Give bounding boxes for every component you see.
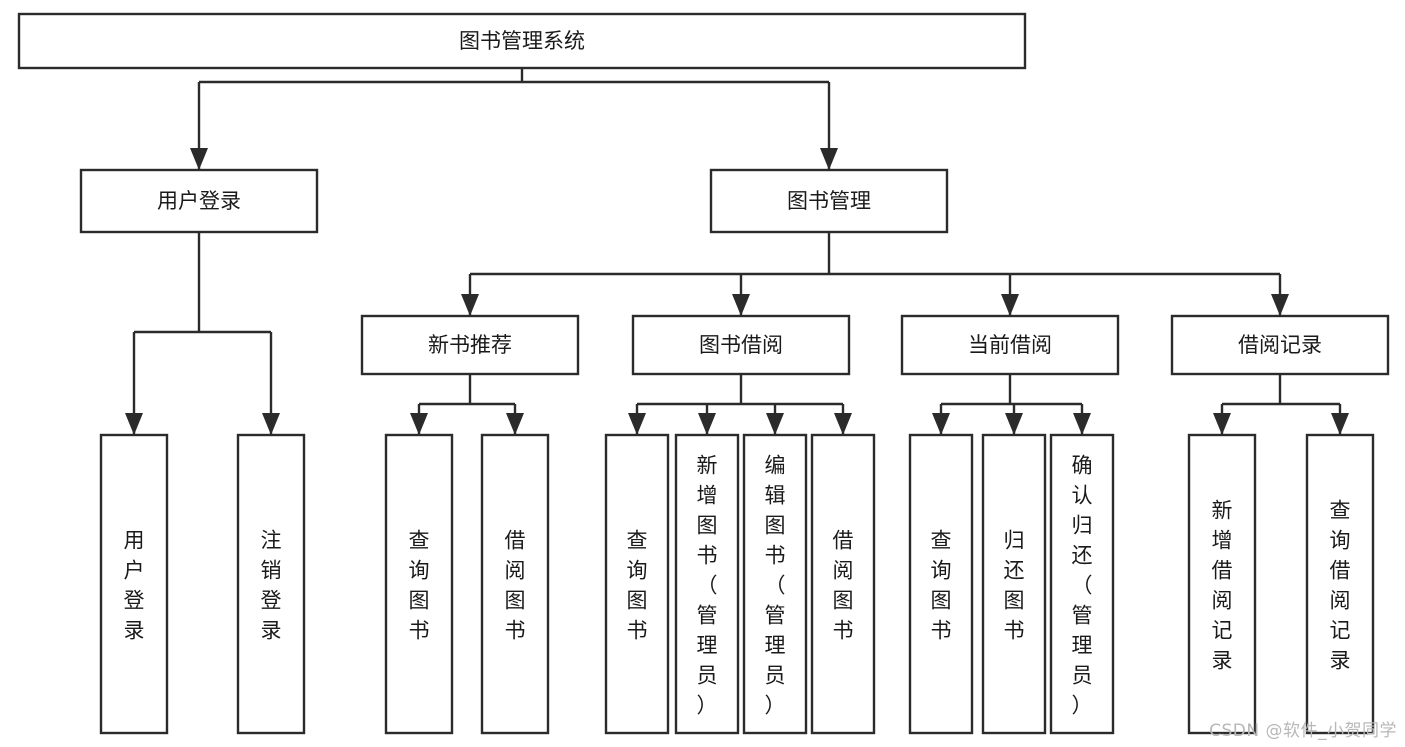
node-book-management[interactable]: 图书管理 <box>709 168 949 234</box>
node-label: 确认归还（管理员） <box>1072 453 1093 717</box>
arrow-head-icon <box>628 413 646 435</box>
node-box <box>1170 314 1390 376</box>
arrow-head-icon <box>1271 294 1289 316</box>
node-leaf-add-book[interactable]: 新增图书（管理员） <box>674 433 740 735</box>
node-box <box>631 314 851 376</box>
arrow-head-icon <box>1331 413 1349 435</box>
node-box <box>810 433 876 735</box>
node-label: 归还图书 <box>1004 528 1025 642</box>
arrow-head-icon <box>1005 413 1023 435</box>
node-leaf-borrow-book-1[interactable]: 借阅图书 <box>480 433 550 735</box>
csdn-watermark: CSDN @软件_小贺同学 <box>1209 721 1397 741</box>
node-box <box>17 12 1027 70</box>
node-label: 图书管理 <box>787 189 871 213</box>
arrow-head-icon <box>1001 294 1019 316</box>
node-leaf-query-book-3[interactable]: 查询图书 <box>908 433 974 735</box>
node-box <box>900 314 1120 376</box>
node-label: 用户登录 <box>157 189 241 213</box>
node-leaf-confirm-return[interactable]: 确认归还（管理员） <box>1049 433 1115 735</box>
node-current-borrow[interactable]: 当前借阅 <box>900 314 1120 376</box>
edge-layer <box>125 68 1349 435</box>
node-leaf-query-record[interactable]: 查询借阅记录 <box>1305 433 1375 735</box>
arrow-head-icon <box>461 294 479 316</box>
node-label: 查询图书 <box>627 528 648 642</box>
node-new-book-recommend[interactable]: 新书推荐 <box>360 314 580 376</box>
arrow-head-icon <box>506 413 524 435</box>
arrow-head-icon <box>820 148 838 170</box>
arrow-head-icon <box>834 413 852 435</box>
node-label: 借阅图书 <box>833 528 854 642</box>
node-box <box>384 433 454 735</box>
arrow-head-icon <box>698 413 716 435</box>
node-label: 借阅记录 <box>1238 333 1322 357</box>
node-box <box>709 168 949 234</box>
node-label: 图书管理系统 <box>459 29 585 53</box>
arrow-head-icon <box>732 294 750 316</box>
node-label: 注销登录 <box>261 528 282 642</box>
arrow-head-icon <box>190 148 208 170</box>
node-label: 查询图书 <box>931 528 952 642</box>
arrow-head-icon <box>932 413 950 435</box>
node-leaf-logout[interactable]: 注销登录 <box>236 433 306 735</box>
node-label: 新增图书（管理员） <box>697 453 718 717</box>
node-box <box>604 433 670 735</box>
node-layer: 图书管理系统用户登录图书管理新书推荐图书借阅当前借阅借阅记录用户登录注销登录查询… <box>17 12 1390 735</box>
node-box <box>236 433 306 735</box>
node-box <box>99 433 169 735</box>
arrow-head-icon <box>766 413 784 435</box>
node-leaf-edit-book[interactable]: 编辑图书（管理员） <box>742 433 808 735</box>
node-leaf-add-record[interactable]: 新增借阅记录 <box>1187 433 1257 735</box>
node-box <box>981 433 1047 735</box>
node-book-borrow[interactable]: 图书借阅 <box>631 314 851 376</box>
node-label: 当前借阅 <box>968 333 1052 357</box>
node-label: 编辑图书（管理员） <box>765 453 786 717</box>
node-user-login[interactable]: 用户登录 <box>79 168 319 234</box>
node-label: 新书推荐 <box>428 333 512 357</box>
node-leaf-borrow-book-2[interactable]: 借阅图书 <box>810 433 876 735</box>
node-leaf-query-book-1[interactable]: 查询图书 <box>384 433 454 735</box>
arrow-head-icon <box>1073 413 1091 435</box>
node-box <box>1187 433 1257 735</box>
node-leaf-return-book[interactable]: 归还图书 <box>981 433 1047 735</box>
arrow-head-icon <box>262 413 280 435</box>
node-leaf-query-book-2[interactable]: 查询图书 <box>604 433 670 735</box>
node-box <box>79 168 319 234</box>
node-label: 新增借阅记录 <box>1212 498 1233 672</box>
node-borrow-record[interactable]: 借阅记录 <box>1170 314 1390 376</box>
arrow-head-icon <box>410 413 428 435</box>
node-box <box>742 433 808 735</box>
node-root[interactable]: 图书管理系统 <box>17 12 1027 70</box>
node-box <box>674 433 740 735</box>
node-label: 用户登录 <box>124 528 145 642</box>
node-leaf-user-login[interactable]: 用户登录 <box>99 433 169 735</box>
node-box <box>1305 433 1375 735</box>
node-label: 借阅图书 <box>505 528 526 642</box>
node-label: 查询借阅记录 <box>1330 498 1351 672</box>
node-box <box>480 433 550 735</box>
node-box <box>908 433 974 735</box>
arrow-head-icon <box>125 413 143 435</box>
node-box <box>1049 433 1115 735</box>
node-box <box>360 314 580 376</box>
node-label: 图书借阅 <box>699 333 783 357</box>
node-label: 查询图书 <box>409 528 430 642</box>
arrow-head-icon <box>1213 413 1231 435</box>
